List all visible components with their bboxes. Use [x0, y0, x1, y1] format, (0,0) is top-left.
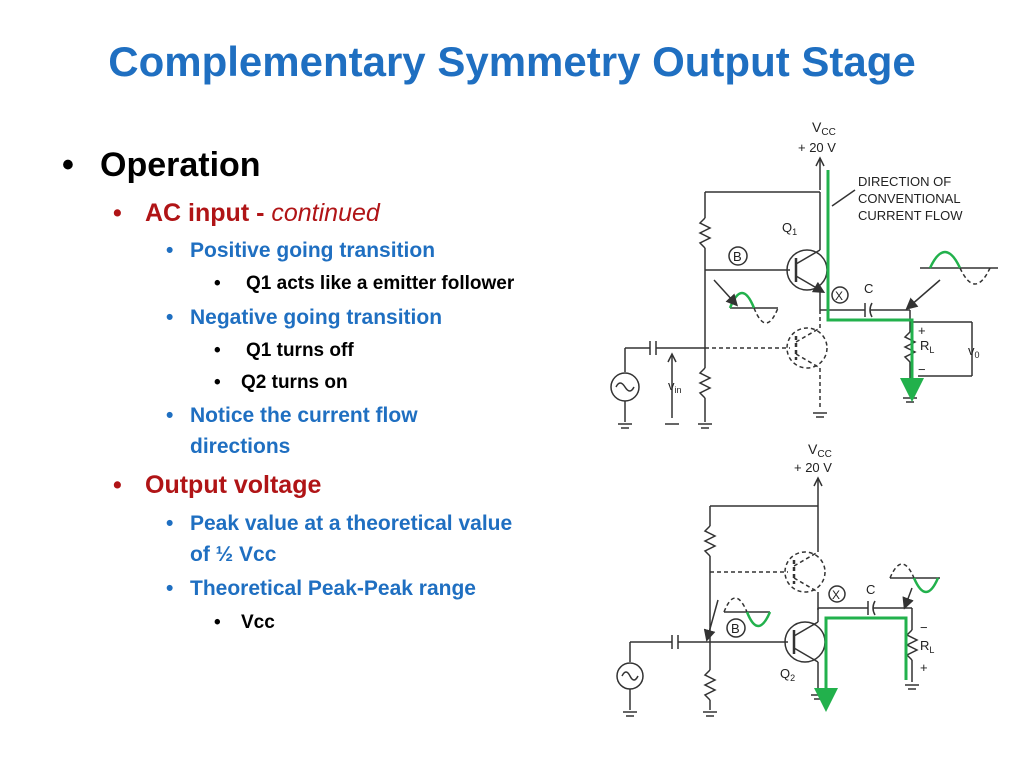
top-vcc-label: VCC	[812, 119, 836, 138]
q2-collector	[793, 647, 819, 663]
q1-collector	[793, 551, 819, 567]
bullet-dot: •	[214, 340, 221, 361]
bullet-output-voltage: Output voltage	[145, 471, 322, 499]
direction-line1: DIRECTION OF	[858, 174, 951, 189]
top-vcc-value: + 20 V	[798, 140, 836, 155]
bullet-dot: •	[166, 577, 174, 600]
bullet-operation: Operation	[100, 146, 261, 184]
ac-input-continued: continued	[271, 199, 380, 227]
top-vin-label: vin	[668, 378, 682, 395]
q2-emitter	[793, 621, 819, 637]
top-node-b	[728, 246, 748, 266]
top-vo-label: v0	[968, 343, 980, 360]
pointer-arrow	[713, 279, 739, 307]
bottom-cap-label: C	[866, 582, 875, 597]
bottom-output-waveform-negative	[912, 577, 940, 594]
bullet-dot: •	[166, 404, 174, 427]
pointer-arrow	[902, 587, 914, 610]
bullet-peak-line2: of ½ Vcc	[190, 543, 277, 566]
pointer-arrow	[905, 279, 941, 310]
top-bias-resistor-upper	[698, 217, 712, 249]
bullet-q2-turns-on: Q2 turns on	[241, 372, 348, 393]
bullet-notice-line2: directions	[190, 435, 291, 458]
q1-emitter	[793, 577, 819, 593]
bullet-peak-line1: Peak value at a theoretical value	[190, 512, 513, 535]
top-output-waveform-negative	[959, 267, 991, 285]
direction-line2: CONVENTIONAL	[858, 191, 961, 206]
pointer-arrow	[703, 599, 719, 642]
top-input-waveform-negative	[753, 307, 779, 324]
bullet-dot: •	[113, 199, 122, 227]
top-plus: +	[918, 323, 926, 338]
bottom-bias-resistor-upper	[703, 525, 717, 557]
top-bias-resistor-lower	[698, 367, 712, 399]
q2-emitter	[795, 327, 821, 343]
bullet-notice-line1: Notice the current flow	[190, 404, 418, 427]
q1-emitter	[795, 275, 826, 294]
bottom-q1-transistor-dashed	[784, 551, 826, 593]
bottom-minus: −	[920, 620, 928, 635]
bullet-dot: •	[214, 612, 221, 633]
circuit-diagram: VCC + 20 V B Q1	[610, 119, 998, 717]
ac-input-label: AC input -	[145, 199, 265, 227]
top-rl-label: RL	[920, 338, 934, 355]
bottom-output-waveform-positive	[889, 563, 915, 579]
bullet-negative-going: Negative going transition	[190, 306, 443, 329]
bottom-input-waveform-positive	[723, 597, 748, 613]
bullet-vcc: Vcc	[241, 612, 275, 633]
bottom-vcc-arrow-icon	[813, 476, 823, 487]
slide-title: Complementary Symmetry Output Stage	[108, 38, 916, 85]
q2-collector	[795, 353, 821, 369]
bullet-theoretical-range: Theoretical Peak-Peak range	[190, 577, 476, 600]
bullet-dot: •	[166, 306, 174, 329]
bullet-dot: •	[62, 146, 74, 184]
bottom-vcc-label: VCC	[808, 441, 832, 460]
top-node-x	[831, 286, 849, 304]
bottom-current-flow-path	[814, 616, 908, 712]
bullet-list: • Operation • AC input - continued • Pos…	[62, 146, 515, 633]
bullet-dot: •	[214, 273, 221, 294]
bullet-positive-going: Positive going transition	[190, 239, 436, 262]
bottom-plus: +	[920, 660, 928, 675]
bottom-vcc-value: + 20 V	[794, 460, 832, 475]
bullet-ac-input: AC input - continued	[145, 199, 380, 228]
bottom-q2-label: Q2	[780, 666, 795, 683]
top-node-x-label: X	[835, 289, 843, 303]
top-vcc-arrow-icon	[815, 156, 825, 167]
bottom-node-b	[726, 618, 746, 638]
direction-pointer	[831, 189, 856, 207]
bottom-node-x-label: X	[832, 588, 840, 602]
bullet-dot: •	[166, 239, 174, 262]
top-q1-label: Q1	[782, 220, 797, 237]
sine-icon	[621, 671, 639, 681]
top-q2-transistor-dashed	[786, 327, 828, 369]
top-q1-transistor	[786, 249, 828, 291]
top-cap-label: C	[864, 281, 873, 296]
top-output-waveform-positive	[928, 250, 962, 269]
bottom-rl-label: RL	[920, 638, 934, 655]
top-current-flow-path	[826, 170, 924, 402]
q1-collector	[795, 249, 821, 265]
bottom-node-b-label: B	[731, 621, 740, 636]
top-rl-resistor	[903, 331, 917, 363]
sine-icon	[615, 382, 635, 392]
bottom-schematic: VCC + 20 V X C	[616, 441, 940, 717]
bullet-q1-turns-off: Q1 turns off	[246, 340, 354, 361]
bullet-dot: •	[113, 471, 122, 499]
bottom-bias-resistor-lower	[703, 669, 717, 701]
top-schematic: VCC + 20 V B Q1	[610, 119, 998, 429]
bullet-dot: •	[166, 512, 174, 535]
bullet-dot: •	[214, 372, 221, 393]
bottom-node-x	[828, 585, 846, 603]
top-node-b-label: B	[733, 249, 742, 264]
top-minus: −	[918, 362, 926, 377]
bottom-input-waveform-negative	[745, 611, 772, 628]
direction-line3: CURRENT FLOW	[858, 208, 963, 223]
arrow-up-icon	[667, 352, 677, 363]
bottom-rl-resistor	[905, 629, 919, 661]
bottom-q2-transistor	[784, 621, 826, 663]
bullet-q1-emitter-follower: Q1 acts like a emitter follower	[246, 273, 515, 294]
